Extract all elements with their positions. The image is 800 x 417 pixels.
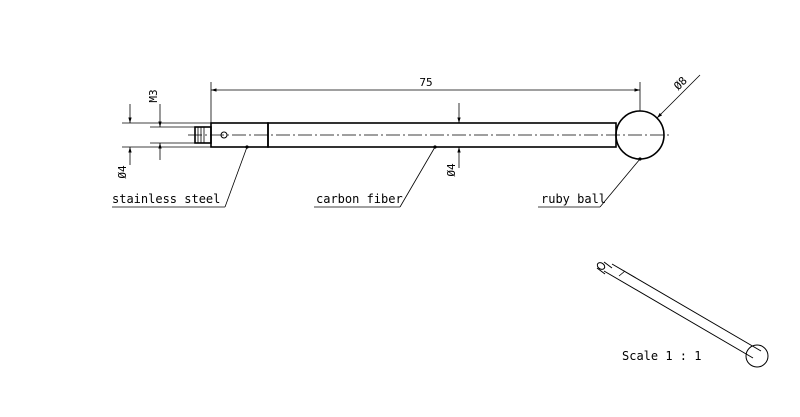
length-dimension-value: 75 bbox=[419, 76, 432, 89]
shaft-diameter-dimension-left: Ø4 bbox=[116, 104, 211, 179]
callout-carbon-fiber: carbon fiber bbox=[314, 145, 437, 208]
length-dimension: 75 bbox=[210, 76, 641, 123]
stylus-side-view bbox=[188, 110, 672, 160]
ball-diameter-dimension: Ø8 bbox=[656, 74, 701, 119]
thread-dimension-value: M3 bbox=[147, 89, 160, 102]
ball-diameter-value: Ø8 bbox=[671, 74, 690, 93]
isometric-ruby-ball bbox=[745, 344, 769, 368]
shaft-diameter-dimension-right: Ø4 bbox=[445, 103, 461, 177]
callout-stainless-steel: stainless steel bbox=[112, 145, 249, 208]
callout-ruby-ball-label: ruby ball bbox=[541, 192, 606, 206]
callout-stainless-steel-label: stainless steel bbox=[112, 192, 220, 206]
callout-carbon-fiber-label: carbon fiber bbox=[316, 192, 403, 206]
scale-note: Scale 1 : 1 bbox=[622, 349, 701, 363]
stylus-isometric-view bbox=[596, 261, 769, 368]
callout-ruby-ball: ruby ball bbox=[538, 157, 642, 208]
shaft-diameter-right-value: Ø4 bbox=[445, 163, 458, 177]
thread-dimension: M3 bbox=[147, 89, 195, 160]
shaft-diameter-left-value: Ø4 bbox=[116, 165, 129, 179]
